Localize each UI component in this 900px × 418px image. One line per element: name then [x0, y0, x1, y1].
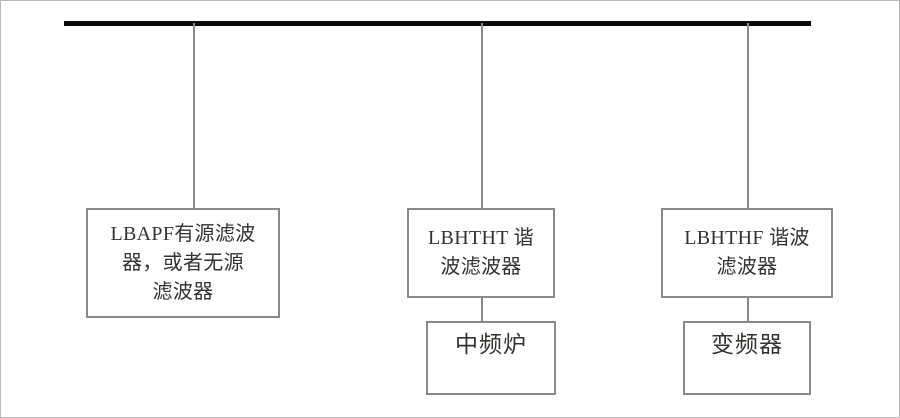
connector-bus-to-lbhthf — [747, 23, 749, 209]
node-box-apf-filter: LBAPF有源滤波 器，或者无源 滤波器 — [86, 208, 280, 318]
connector-lbhthf-to-inverter — [747, 297, 749, 322]
connector-bus-to-lbhtht — [481, 23, 483, 209]
node-box-frequency-inverter: 变频器 — [683, 321, 811, 395]
node-label-lbhthf-filter: LBHTHF 谐波 滤波器 — [684, 227, 810, 278]
connector-bus-to-apf — [193, 23, 195, 209]
node-label-induction-furnace: 中频炉 — [455, 332, 527, 357]
node-label-apf-filter: LBAPF有源滤波 器，或者无源 滤波器 — [110, 222, 256, 303]
connector-lbhtht-to-furnace — [481, 297, 483, 322]
node-box-lbhtht-filter: LBHTHT 谐 波滤波器 — [407, 208, 555, 298]
node-label-lbhtht-filter: LBHTHT 谐 波滤波器 — [428, 227, 534, 278]
node-box-lbhthf-filter: LBHTHF 谐波 滤波器 — [661, 208, 833, 298]
node-label-frequency-inverter: 变频器 — [711, 332, 783, 357]
main-bus-bar — [64, 21, 811, 26]
node-box-induction-furnace: 中频炉 — [426, 321, 556, 395]
